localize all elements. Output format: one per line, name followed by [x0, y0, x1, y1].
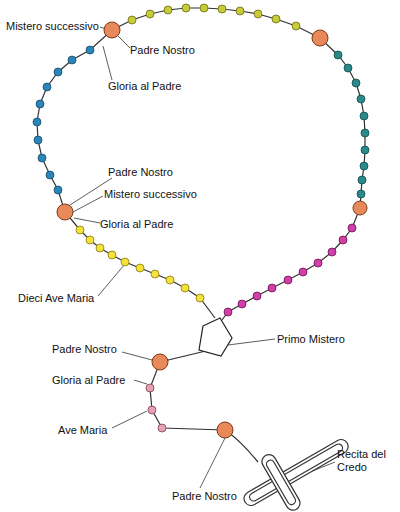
leader-line: [74, 218, 100, 223]
leader-line: [103, 46, 112, 80]
olive-decade: [128, 4, 300, 30]
callout-label: Padre Nostro: [172, 490, 237, 503]
callout-label: Primo Mistero: [277, 333, 345, 346]
leader-line: [112, 411, 147, 428]
magenta-decade: [224, 224, 356, 316]
callout-label: Gloria al Padre: [52, 374, 125, 387]
leader-line: [73, 196, 103, 212]
callout-label: Ave Maria: [58, 424, 107, 437]
callout-label: Dieci Ave Maria: [18, 292, 94, 305]
leader-line: [117, 35, 130, 48]
leader-line: [98, 264, 125, 296]
medallion: [199, 318, 232, 356]
blue-decade: [33, 46, 94, 194]
rosary-chain: [37, 8, 365, 320]
callout-label: Padre Nostro: [52, 343, 117, 356]
pendant-chain: [150, 350, 258, 462]
leader-line: [200, 438, 225, 488]
callout-label: Recita del Credo: [337, 448, 397, 474]
callout-label: Mistero successivo: [104, 188, 197, 201]
callout-label: Padre Nostro: [108, 166, 173, 179]
callout-label: Gloria al Padre: [108, 80, 181, 93]
leader-line: [228, 339, 275, 345]
teal-decade: [334, 51, 369, 198]
pink-beads: [146, 384, 166, 432]
yellow-decade: [76, 226, 204, 302]
leader-line: [134, 380, 147, 384]
leader-lines: [70, 27, 335, 488]
callout-label: Gloria al Padre: [100, 218, 173, 231]
leader-line: [122, 352, 152, 360]
callout-label: Padre Nostro: [130, 44, 195, 57]
callout-label: Mistero successivo: [6, 20, 99, 33]
